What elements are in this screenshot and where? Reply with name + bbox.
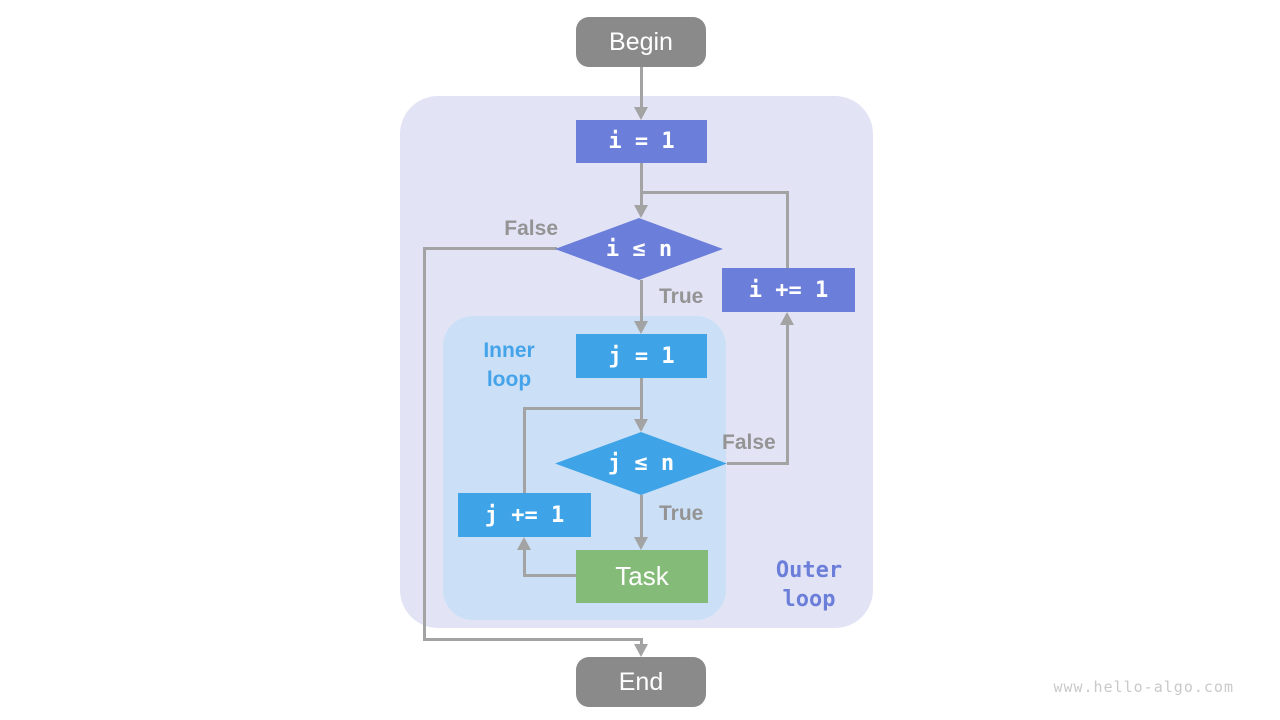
arrowhead-into-init-j (634, 321, 648, 334)
outer-loop-label-line1: Outer (775, 558, 843, 583)
edge-task-to-inc-j-vertical (523, 548, 526, 577)
node-inc-j-label: j += 1 (484, 502, 565, 528)
node-init-i: i = 1 (576, 120, 707, 163)
edge-begin-to-init-i (640, 67, 643, 109)
arrowhead-into-end (634, 644, 648, 657)
edge-to-end-stub (640, 638, 643, 646)
arrowhead-into-cond-i (634, 205, 648, 218)
edge-init-j-to-cond-j (640, 378, 643, 420)
node-begin-label: Begin (609, 27, 673, 56)
edge-cond-j-false-vertical (786, 323, 789, 465)
edge-inc-i-return-horizontal (640, 191, 789, 194)
node-inc-j: j += 1 (458, 493, 591, 537)
node-task: Task (576, 550, 708, 603)
arrowhead-into-task (634, 537, 648, 550)
node-begin: Begin (576, 17, 706, 67)
edge-cond-i-true (640, 280, 643, 322)
arrowhead-into-inc-j (517, 537, 531, 550)
node-cond-i-label: i ≤ n (605, 236, 673, 262)
arrowhead-into-cond-j (634, 419, 648, 432)
node-init-j-label: j = 1 (608, 343, 675, 369)
node-task-label: Task (615, 561, 669, 591)
edge-inc-j-return-vertical (523, 407, 526, 493)
arrowhead-into-init-i (634, 107, 648, 120)
node-end-label: End (618, 667, 664, 696)
node-end: End (576, 657, 706, 707)
edge-init-i-to-cond-i (640, 163, 643, 206)
edge-cond-i-false-vertical (423, 247, 426, 641)
edge-inc-i-return-vertical (786, 191, 789, 268)
label-cond-i-true: True (659, 285, 704, 308)
edge-cond-i-false-horizontal (423, 247, 557, 250)
node-cond-j-label: j ≤ n (607, 451, 675, 476)
node-inc-i-label: i += 1 (748, 277, 829, 303)
node-init-i-label: i = 1 (608, 129, 675, 154)
outer-loop-label-line2: loop (782, 587, 836, 612)
edge-task-to-inc-j-horizontal (523, 574, 576, 577)
watermark: www.hello-algo.com (1053, 678, 1234, 696)
arrowhead-into-inc-i (780, 312, 794, 325)
inner-loop-label-line2: loop (486, 368, 532, 391)
edge-cond-j-true (640, 495, 643, 538)
label-cond-j-false: False (722, 431, 776, 454)
edge-to-end-horizontal (423, 638, 642, 641)
inner-loop-label: Inner loop (459, 336, 559, 394)
label-cond-i-false: False (504, 217, 558, 240)
node-init-j: j = 1 (576, 334, 707, 378)
edge-cond-j-false-horizontal (727, 462, 789, 465)
label-cond-j-true: True (659, 502, 704, 525)
node-inc-i: i += 1 (722, 268, 855, 312)
outer-loop-label: Outer loop (762, 556, 856, 614)
inner-loop-label-line1: Inner (483, 339, 535, 362)
edge-inc-j-return-horizontal (523, 407, 642, 410)
